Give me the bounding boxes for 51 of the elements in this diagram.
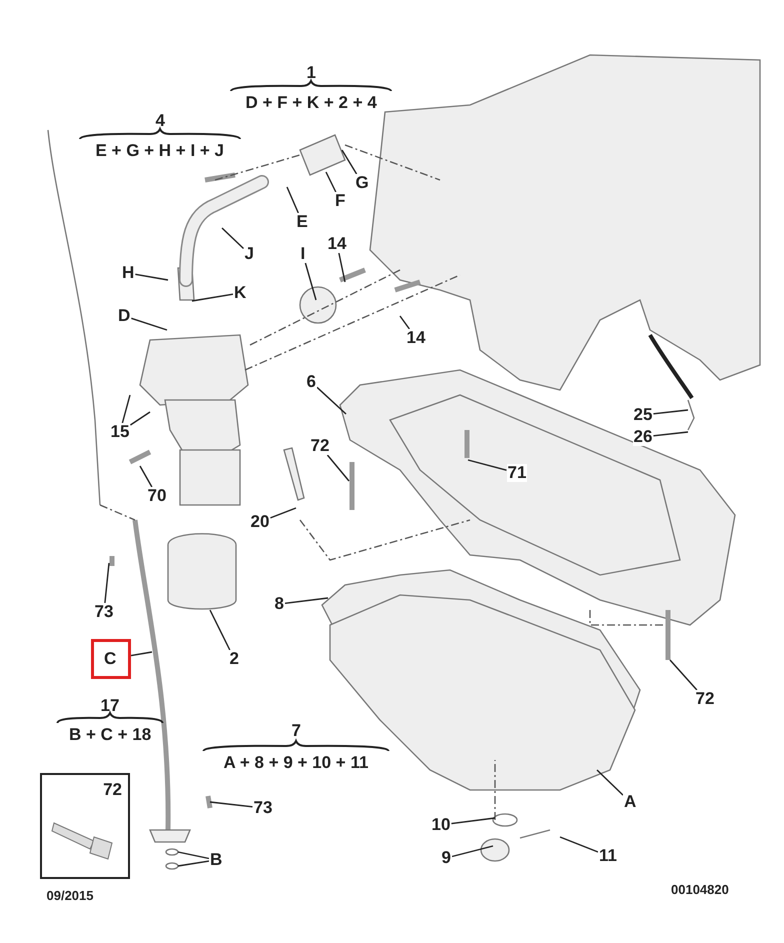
leader-line — [270, 507, 296, 519]
leader-line — [178, 860, 210, 867]
leader-line — [286, 186, 299, 214]
leader-line — [451, 817, 496, 824]
callout-label: 14 — [326, 235, 348, 253]
leader-line — [131, 318, 168, 331]
leader-line — [304, 262, 317, 300]
leader-line — [130, 651, 152, 656]
leader-line — [452, 845, 494, 858]
part-group-list: D + F + K + 2 + 4 — [246, 94, 377, 112]
highlight-frame — [91, 639, 131, 679]
reference-code: 00104820 — [671, 881, 729, 899]
callout-label: 72 — [103, 781, 122, 799]
part-group-list: A + 8 + 9 + 10 + 11 — [224, 754, 368, 772]
callout-label: C — [104, 650, 116, 668]
leader-line — [341, 150, 358, 174]
reference-code: 09/2015 — [46, 887, 94, 905]
leader-line — [468, 459, 507, 471]
part-number: 17 — [100, 697, 120, 715]
leader-line — [192, 294, 234, 302]
leader-line — [284, 597, 328, 604]
leader-line — [325, 172, 336, 192]
callout-label: 6 — [306, 373, 317, 391]
leader-line — [178, 851, 210, 860]
leader-line — [209, 610, 230, 650]
part-group-list: E + G + H + I + J — [96, 142, 224, 160]
callout-label: 26 — [632, 428, 654, 446]
leader-line — [653, 409, 688, 414]
callout-label: 72 — [310, 437, 330, 455]
leader-line — [653, 431, 688, 436]
leader-line — [210, 801, 253, 808]
leader-line — [596, 770, 624, 796]
leader-line — [560, 836, 598, 853]
leader-line — [326, 454, 350, 482]
leader-line — [135, 274, 168, 281]
leader-line — [338, 252, 346, 282]
leader-line — [139, 466, 152, 488]
leader-line — [122, 394, 131, 424]
inset-panel — [40, 773, 130, 879]
leader-line — [399, 316, 410, 330]
callout-label: I — [300, 245, 306, 263]
part-group-list: B + C + 18 — [69, 726, 152, 744]
leader-line — [130, 411, 150, 426]
part-number: 4 — [156, 112, 165, 130]
leader-line — [669, 660, 698, 690]
leader-line — [104, 562, 110, 604]
callout-label: 71 — [506, 464, 528, 482]
leader-line — [222, 228, 244, 249]
part-number: 7 — [292, 722, 301, 740]
part-number: 1 — [306, 64, 316, 82]
leader-line — [316, 386, 346, 415]
